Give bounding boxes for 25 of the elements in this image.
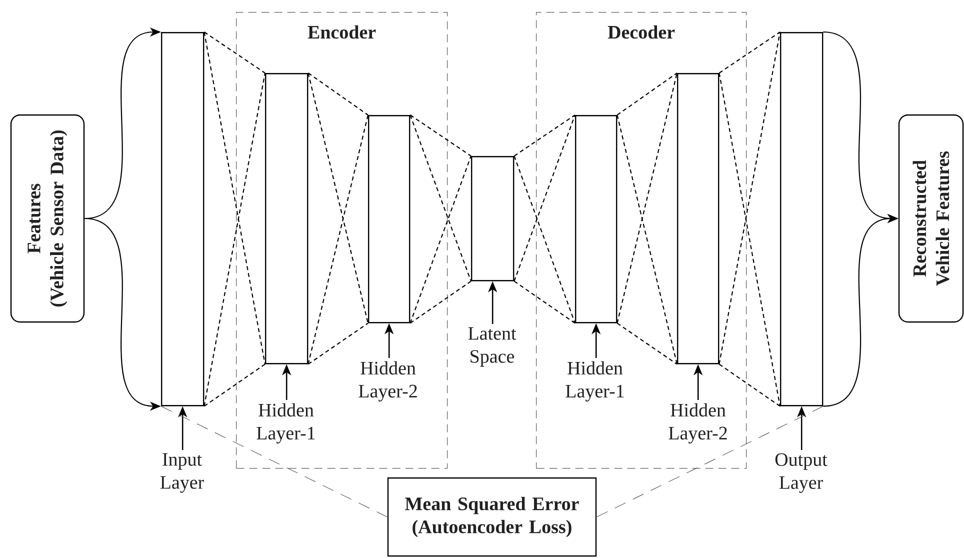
layer-label: Hidden Layer-1: [566, 361, 624, 402]
layer-label: Input Layer: [160, 453, 204, 493]
layer-box: [677, 73, 720, 364]
connection-lines: [514, 114, 576, 324]
layer-label: Hidden Layer-1: [256, 403, 315, 444]
layer-label: Output Layer: [775, 453, 828, 493]
dashed-line: [596, 406, 824, 518]
layer-label: Hidden Layer-2: [358, 361, 417, 402]
connection-lines: [204, 31, 266, 407]
connection-lines: [410, 114, 472, 324]
rounded-box: Features (Vehicle Sensor Data): [10, 114, 85, 323]
layer-box: [575, 115, 618, 324]
layer-box: [780, 32, 824, 406]
layer-box: [368, 115, 410, 324]
connection-lines: [308, 72, 369, 365]
layer-label: Hidden Layer-2: [668, 403, 727, 444]
loss-box: Mean Squared Error (Autoencoder Loss): [387, 477, 597, 557]
connection-lines: [718, 31, 781, 407]
connection-lines: [616, 72, 678, 365]
layer-box: [265, 73, 308, 364]
dashed-line: [160, 406, 388, 518]
layer-label: Latent Space: [468, 327, 516, 367]
rounded-box: Reconstructed Vehicle Features: [898, 114, 964, 323]
layer-box: [471, 156, 514, 282]
layer-box: [161, 32, 204, 406]
